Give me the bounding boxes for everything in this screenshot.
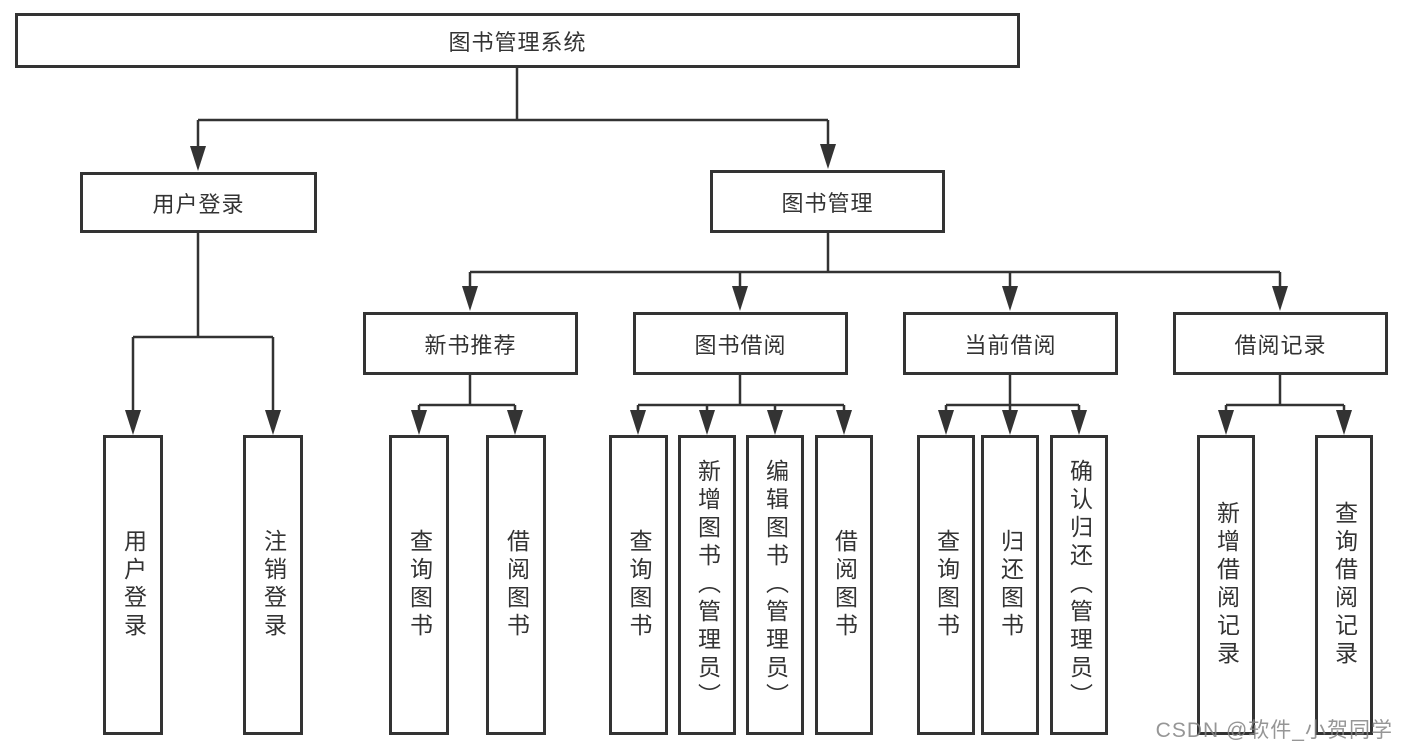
leaf-query-books-current: 查询图书 xyxy=(917,435,975,735)
node-library-management-system: 图书管理系统 xyxy=(15,13,1020,68)
leaf-query-books-borrowing: 查询图书 xyxy=(609,435,668,735)
node-label: 归还图书 xyxy=(997,529,1024,641)
leaf-logout: 注销登录 xyxy=(243,435,303,735)
node-label: 查询图书 xyxy=(933,529,960,641)
node-label: 查询图书 xyxy=(626,529,652,641)
node-new-book-recommendation: 新书推荐 xyxy=(363,312,578,375)
node-label: 当前借阅 xyxy=(964,332,1057,358)
node-label: 新增借阅记录 xyxy=(1213,501,1240,669)
node-current-borrowing: 当前借阅 xyxy=(903,312,1118,375)
node-label: 查询借阅记录 xyxy=(1331,501,1358,669)
leaf-borrow-books: 借阅图书 xyxy=(815,435,873,735)
leaf-add-borrow-record: 新增借阅记录 xyxy=(1197,435,1255,735)
node-label: 查询图书 xyxy=(406,529,433,641)
node-borrowing-records: 借阅记录 xyxy=(1173,312,1388,375)
node-user-login: 用户登录 xyxy=(80,172,317,233)
leaf-confirm-return-admin: 确认归还（管理员） xyxy=(1050,435,1108,735)
leaf-query-books-recommend: 查询图书 xyxy=(389,435,449,735)
node-label: 借阅图书 xyxy=(831,529,858,641)
node-label: 图书借阅 xyxy=(694,332,787,358)
node-label: 借阅图书 xyxy=(503,529,530,641)
node-label: 用户登录 xyxy=(152,191,245,217)
node-label: 确认归还（管理员） xyxy=(1066,459,1093,711)
node-label: 注销登录 xyxy=(260,529,287,641)
node-label: 编辑图书（管理员） xyxy=(762,459,789,711)
leaf-query-borrow-record: 查询借阅记录 xyxy=(1315,435,1373,735)
leaf-return-books: 归还图书 xyxy=(981,435,1039,735)
leaf-add-book-admin: 新增图书（管理员） xyxy=(678,435,736,735)
node-label: 新增图书（管理员） xyxy=(694,459,721,711)
node-book-management: 图书管理 xyxy=(710,170,945,233)
arrowheads xyxy=(125,144,1352,435)
leaf-user-login: 用户登录 xyxy=(103,435,163,735)
node-label: 图书管理系统 xyxy=(448,29,587,55)
leaf-edit-book-admin: 编辑图书（管理员） xyxy=(746,435,804,735)
leaf-borrow-books-recommend: 借阅图书 xyxy=(486,435,546,735)
node-book-borrowing: 图书借阅 xyxy=(633,312,848,375)
node-label: 图书管理 xyxy=(781,190,874,216)
node-label: 用户登录 xyxy=(120,529,147,641)
csdn-watermark: CSDN @软件_小贺同学 xyxy=(1155,719,1393,742)
node-label: 借阅记录 xyxy=(1234,332,1327,358)
node-label: 新书推荐 xyxy=(424,332,517,358)
